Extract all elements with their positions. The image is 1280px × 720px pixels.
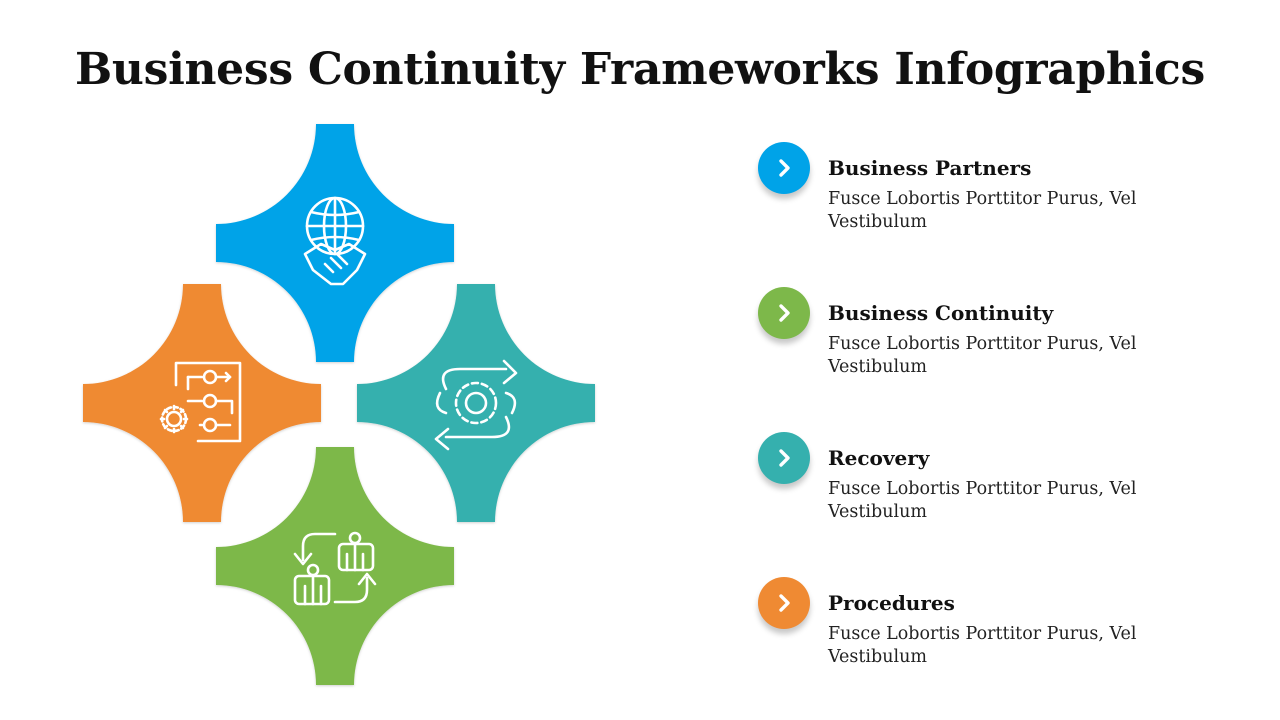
item-bullet [758, 432, 810, 484]
gear-cycle-arrows-icon [434, 359, 518, 451]
page-title: Business Continuity Frameworks Infograph… [75, 44, 1205, 95]
item-title: Recovery [828, 446, 930, 470]
framework-diagram [83, 124, 595, 685]
list-item-business-partners: Business Partners Fusce Lobortis Porttit… [758, 140, 1238, 250]
teal-star [357, 284, 595, 522]
process-flow-gear-icon [159, 361, 242, 443]
people-exchange-icon [293, 531, 377, 606]
item-description: Fusce Lobortis Porttitor Purus, Vel Vest… [828, 624, 1137, 667]
item-description: Fusce Lobortis Porttitor Purus, Vel Vest… [828, 189, 1137, 232]
chevron-right-icon [779, 304, 790, 322]
orange-star [83, 284, 321, 522]
list-item-business-continuity: Business Continuity Fusce Lobortis Portt… [758, 285, 1238, 395]
item-description: Fusce Lobortis Porttitor Purus, Vel Vest… [828, 334, 1137, 377]
item-bullet [758, 577, 810, 629]
item-description: Fusce Lobortis Porttitor Purus, Vel Vest… [828, 479, 1137, 522]
green-star [216, 447, 454, 685]
list-item-procedures: Procedures Fusce Lobortis Porttitor Puru… [758, 575, 1238, 685]
item-title: Business Partners [828, 156, 1032, 180]
list-item-recovery: Recovery Fusce Lobortis Porttitor Purus,… [758, 430, 1238, 540]
item-bullet [758, 142, 810, 194]
item-bullet [758, 287, 810, 339]
chevron-right-icon [779, 449, 790, 467]
chevron-right-icon [779, 594, 790, 612]
chevron-right-icon [779, 159, 790, 177]
item-title: Procedures [828, 591, 955, 615]
globe-handshake-icon [303, 196, 367, 286]
item-title: Business Continuity [828, 301, 1054, 325]
